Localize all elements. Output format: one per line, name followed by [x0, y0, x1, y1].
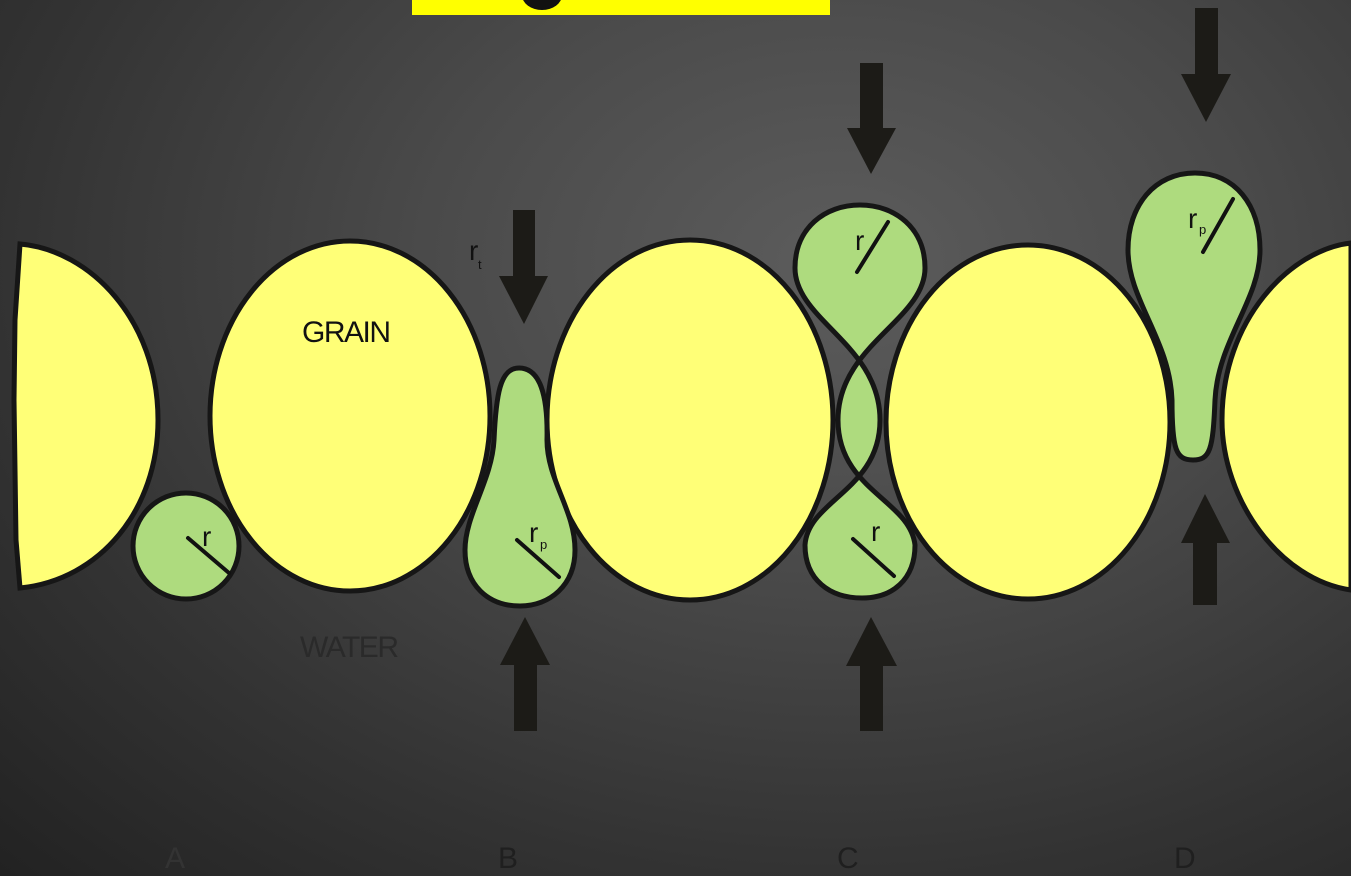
radius-label-t-sub: t — [478, 257, 482, 272]
radius-label-c-bottom: r — [871, 516, 880, 547]
grain-label: GRAIN — [302, 316, 390, 349]
radius-label-d-sub: p — [1199, 222, 1206, 237]
radius-label-b: r — [529, 517, 538, 548]
radius-label-b-sub: p — [540, 537, 547, 552]
grain-3 — [886, 245, 1170, 599]
grain-1 — [210, 241, 490, 591]
oil-globule-a — [133, 493, 239, 599]
arrow-down-b — [499, 210, 548, 324]
stage-label-d: D — [1174, 842, 1196, 875]
stage-label-a: A — [165, 842, 185, 875]
stage-label-b: B — [498, 842, 518, 875]
arrow-up-c — [846, 617, 897, 731]
radius-label-d: r — [1188, 203, 1197, 234]
arrow-down-c — [847, 63, 896, 174]
grain-2 — [547, 240, 833, 600]
stage-label-c: C — [837, 842, 859, 875]
radius-label-c-top: r — [855, 225, 864, 256]
radius-label-t: r — [469, 235, 478, 266]
arrow-up-b — [500, 617, 550, 731]
arrow-down-d — [1181, 8, 1231, 122]
radius-label-a: r — [202, 521, 211, 552]
water-label: WATER — [300, 631, 398, 664]
arrow-up-d — [1181, 494, 1230, 605]
